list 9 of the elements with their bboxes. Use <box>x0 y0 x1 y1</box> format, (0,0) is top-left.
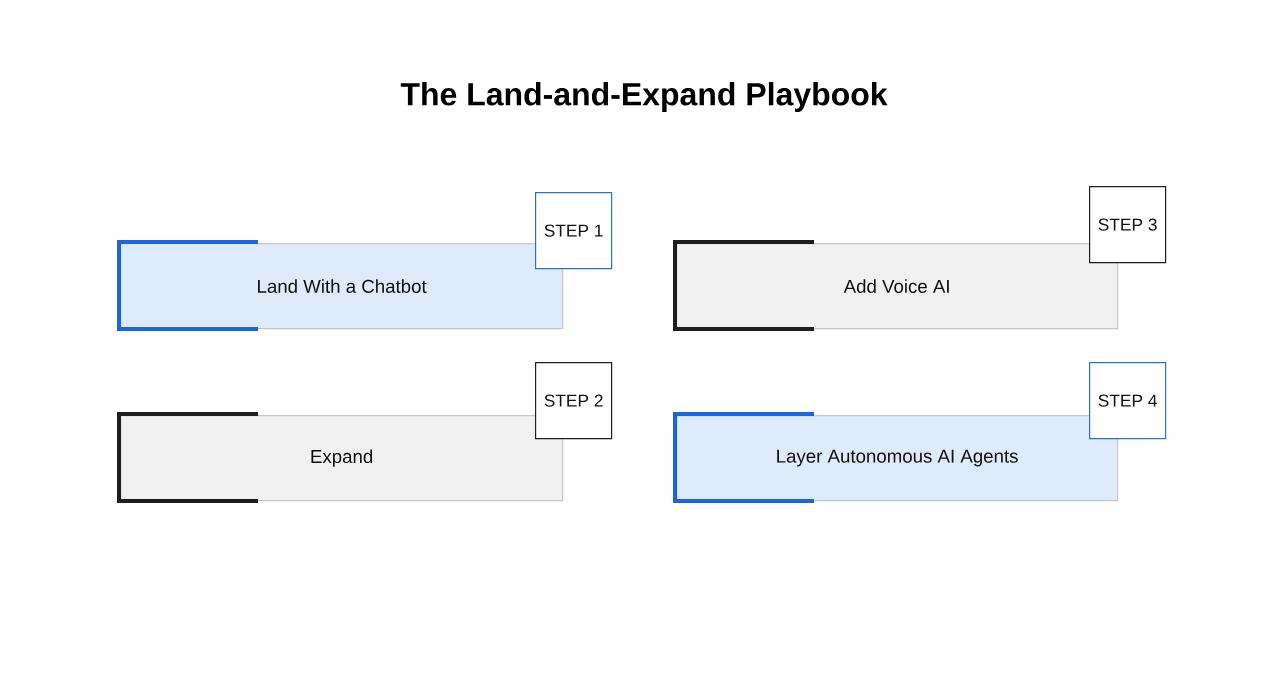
step-badge: STEP 2 <box>535 362 613 440</box>
step-badge: STEP 4 <box>1089 362 1167 440</box>
step-box: Add Voice AI <box>673 240 1119 331</box>
step-box: Layer Autonomous AI Agents <box>673 412 1119 503</box>
step-box: Land With a Chatbot <box>117 240 564 331</box>
step-badge: STEP 3 <box>1089 186 1167 264</box>
step-box: Expand <box>117 412 564 503</box>
title: The Land-and-Expand Playbook <box>400 82 888 112</box>
step-badge: STEP 1 <box>535 192 613 270</box>
